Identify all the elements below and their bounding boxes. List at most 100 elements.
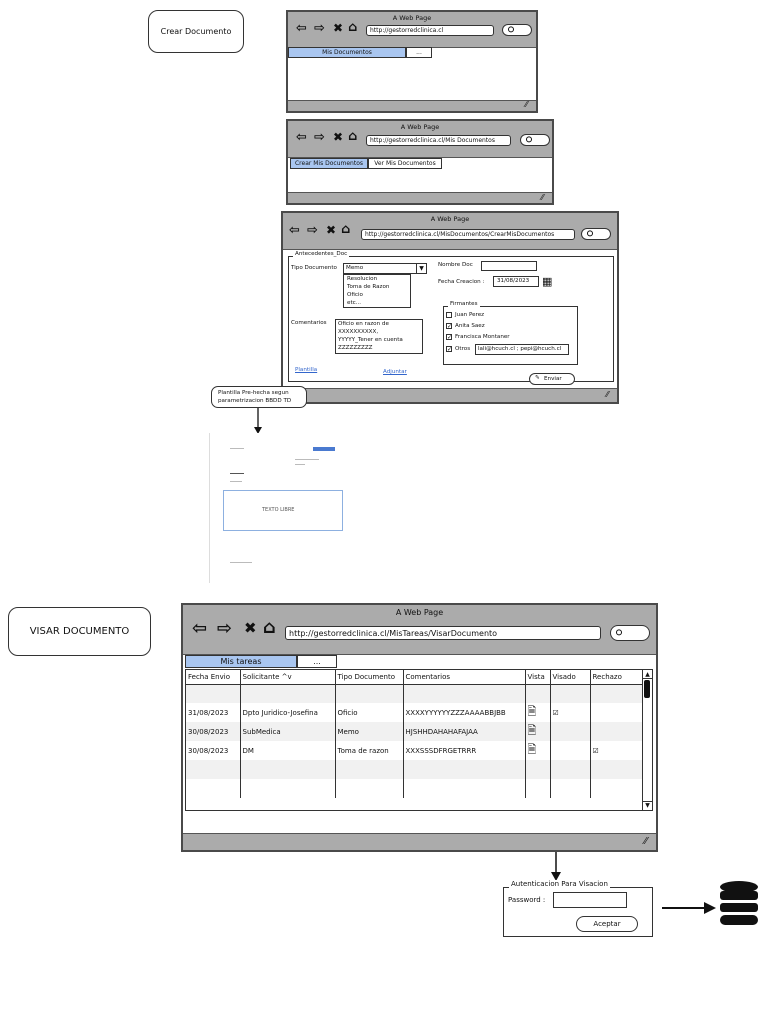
cell-visado xyxy=(550,741,591,760)
aceptar-button[interactable]: Aceptar xyxy=(576,916,638,932)
pdf-icon[interactable]: 🗎 xyxy=(527,743,537,756)
forward-arrow-icon[interactable]: ⇨ xyxy=(314,21,325,36)
free-text-label: TEXTO LIBRE xyxy=(262,507,295,513)
close-icon[interactable]: ✖ xyxy=(333,130,344,144)
forward-arrow-icon[interactable]: ⇨ xyxy=(314,130,325,145)
browser-window-crear-mis-documentos: A Web Page ⇦ ⇨ ✖ ⌂ http://gestorredclini… xyxy=(286,119,554,205)
otros-email-input[interactable]: lali@hcuch.cl ; pepi@hcuch.cl xyxy=(475,344,569,355)
cell-comentarios: XXXSSSDFRGETRRR xyxy=(403,741,526,760)
adjuntar-link[interactable]: Adjuntar xyxy=(383,369,407,375)
back-arrow-icon[interactable]: ⇦ xyxy=(296,130,307,145)
search-box[interactable] xyxy=(520,134,550,146)
address-bar[interactable]: http://gestorredclinica.cl/MisTareas/Vis… xyxy=(285,626,601,640)
tooltip-line: parametrizacion BBDD TD xyxy=(218,398,292,404)
table-row[interactable] xyxy=(186,779,642,798)
back-arrow-icon[interactable]: ⇦ xyxy=(289,223,300,238)
column-header[interactable]: Fecha Envio xyxy=(186,670,241,685)
crear-documento-label: Crear Documento xyxy=(148,10,244,53)
firmante-checkbox[interactable]: ✓ xyxy=(446,346,453,353)
browser-window-visar-documento: A Web Page ⇦ ⇨ ✖ ⌂ http://gestorredclini… xyxy=(181,603,658,852)
resize-handle-icon[interactable]: ⁄⁄ xyxy=(644,836,648,847)
dropdown-arrow-icon[interactable]: ▼ xyxy=(416,264,426,273)
resize-handle-icon[interactable]: ⁄⁄ xyxy=(606,390,609,399)
close-icon[interactable]: ✖ xyxy=(333,21,344,35)
tab-more[interactable]: ... xyxy=(297,655,337,668)
password-input[interactable] xyxy=(553,892,627,908)
column-header[interactable]: Tipo Documento xyxy=(335,670,404,685)
address-bar[interactable]: http://gestorredclinica.cl/MisDocumentos… xyxy=(361,229,575,240)
fecha-creacion-label: Fecha Creacion : xyxy=(438,279,485,285)
address-bar[interactable]: http://gestorredclinica.cl/Mis Documento… xyxy=(366,135,511,146)
tab-more[interactable]: ... xyxy=(406,47,432,58)
option-resolucion[interactable]: Resolucion xyxy=(347,276,378,282)
cell-fecha xyxy=(186,779,241,798)
address-bar[interactable]: http://gestorredclinica.cl xyxy=(366,25,494,36)
firmante-checkbox[interactable]: ✓ xyxy=(446,323,453,330)
column-header[interactable]: Solicitante ^v xyxy=(240,670,336,685)
column-header[interactable]: Rechazo xyxy=(590,670,642,685)
close-icon[interactable]: ✖ xyxy=(326,223,337,237)
scroll-thumb[interactable] xyxy=(644,680,650,698)
table-row[interactable] xyxy=(186,684,642,703)
tipo-documento-value: Memo xyxy=(346,265,364,271)
send-icon: ✎ xyxy=(535,375,540,381)
cell-vista: 🗎 xyxy=(525,741,551,760)
cell-tipo: Toma de razon xyxy=(335,741,404,760)
tab-mis-tareas[interactable]: Mis tareas xyxy=(185,655,297,668)
firmante-checkbox[interactable]: ✓ xyxy=(446,334,453,341)
nombre-doc-input[interactable] xyxy=(481,261,537,271)
close-icon[interactable]: ✖ xyxy=(244,619,257,637)
cell-vista: 🗎 xyxy=(525,703,551,722)
tab-crear-mis-documentos[interactable]: Crear Mis Documentos xyxy=(290,158,368,169)
option-etc[interactable]: etc... xyxy=(347,300,362,306)
back-arrow-icon[interactable]: ⇦ xyxy=(296,21,307,36)
table-row[interactable]: 31/08/2023 Dpto Juridico-Josefina Oficio… xyxy=(186,703,642,722)
cell-solicitante: SubMedica xyxy=(240,722,336,741)
enviar-label: Enviar xyxy=(544,376,562,382)
cell-visado: ☑ xyxy=(550,703,591,722)
column-header[interactable]: Vista xyxy=(525,670,551,685)
firmante-checkbox[interactable] xyxy=(446,312,452,318)
fecha-creacion-input[interactable]: 31/08/2023 xyxy=(493,276,539,287)
table-row[interactable]: 30/08/2023 DM Toma de razon XXXSSSDFRGET… xyxy=(186,741,642,760)
nombre-doc-label: Nombre Doc xyxy=(438,262,473,268)
home-icon[interactable]: ⌂ xyxy=(341,222,351,237)
tipo-documento-label: Tipo Documento xyxy=(291,265,337,271)
home-icon[interactable]: ⌂ xyxy=(348,20,358,35)
back-arrow-icon[interactable]: ⇦ xyxy=(192,618,208,639)
cell-fecha: 30/08/2023 xyxy=(186,722,241,741)
pdf-icon[interactable]: 🗎 xyxy=(527,705,537,718)
visado-checkbox[interactable]: ☑ xyxy=(552,708,559,717)
cell-comentarios: XXXXYYYYYYZZZAAAABBJBB xyxy=(403,703,526,722)
vertical-scrollbar[interactable]: ▲ ▼ xyxy=(642,670,652,810)
scroll-up-icon[interactable]: ▲ xyxy=(643,671,652,679)
column-header[interactable]: Visado xyxy=(550,670,591,685)
pdf-icon[interactable]: 🗎 xyxy=(527,724,537,737)
tab-ver-mis-documentos[interactable]: Ver Mis Documentos xyxy=(368,158,442,169)
home-icon[interactable]: ⌂ xyxy=(263,617,276,638)
document-preview: TEXTO LIBRE xyxy=(209,433,344,583)
search-box[interactable] xyxy=(502,24,532,36)
tipo-documento-select[interactable]: Memo ▼ xyxy=(343,263,427,274)
comentarios-textarea[interactable]: Oficio en razon de XXXXXXXXXX, YYYYY_Ten… xyxy=(335,319,423,354)
column-header[interactable]: Comentarios xyxy=(403,670,526,685)
resize-handle-icon[interactable]: ⁄⁄ xyxy=(525,100,528,109)
table-row[interactable]: 30/08/2023 SubMedica Memo HJSHHDAHAHAFAJ… xyxy=(186,722,642,741)
forward-arrow-icon[interactable]: ⇨ xyxy=(217,618,233,639)
calendar-icon[interactable]: ▦ xyxy=(542,275,553,288)
rechazo-checkbox[interactable]: ☑ xyxy=(592,746,599,755)
option-toma-de-razon[interactable]: Toma de Razon xyxy=(347,284,390,290)
search-box[interactable] xyxy=(581,228,611,240)
tab-mis-documentos[interactable]: Mis Documentos xyxy=(288,47,406,58)
home-icon[interactable]: ⌂ xyxy=(348,129,358,144)
plantilla-link[interactable]: Plantilla xyxy=(295,367,318,373)
table-row[interactable] xyxy=(186,760,642,779)
forward-arrow-icon[interactable]: ⇨ xyxy=(307,223,318,238)
enviar-button[interactable]: ✎ Enviar xyxy=(529,373,575,385)
search-box[interactable] xyxy=(610,625,650,641)
option-oficio[interactable]: Oficio xyxy=(347,292,363,298)
cell-tipo xyxy=(335,760,404,779)
resize-handle-icon[interactable]: ⁄⁄ xyxy=(541,193,544,202)
window-title: A Web Page xyxy=(400,123,440,131)
scroll-down-icon[interactable]: ▼ xyxy=(643,801,652,809)
